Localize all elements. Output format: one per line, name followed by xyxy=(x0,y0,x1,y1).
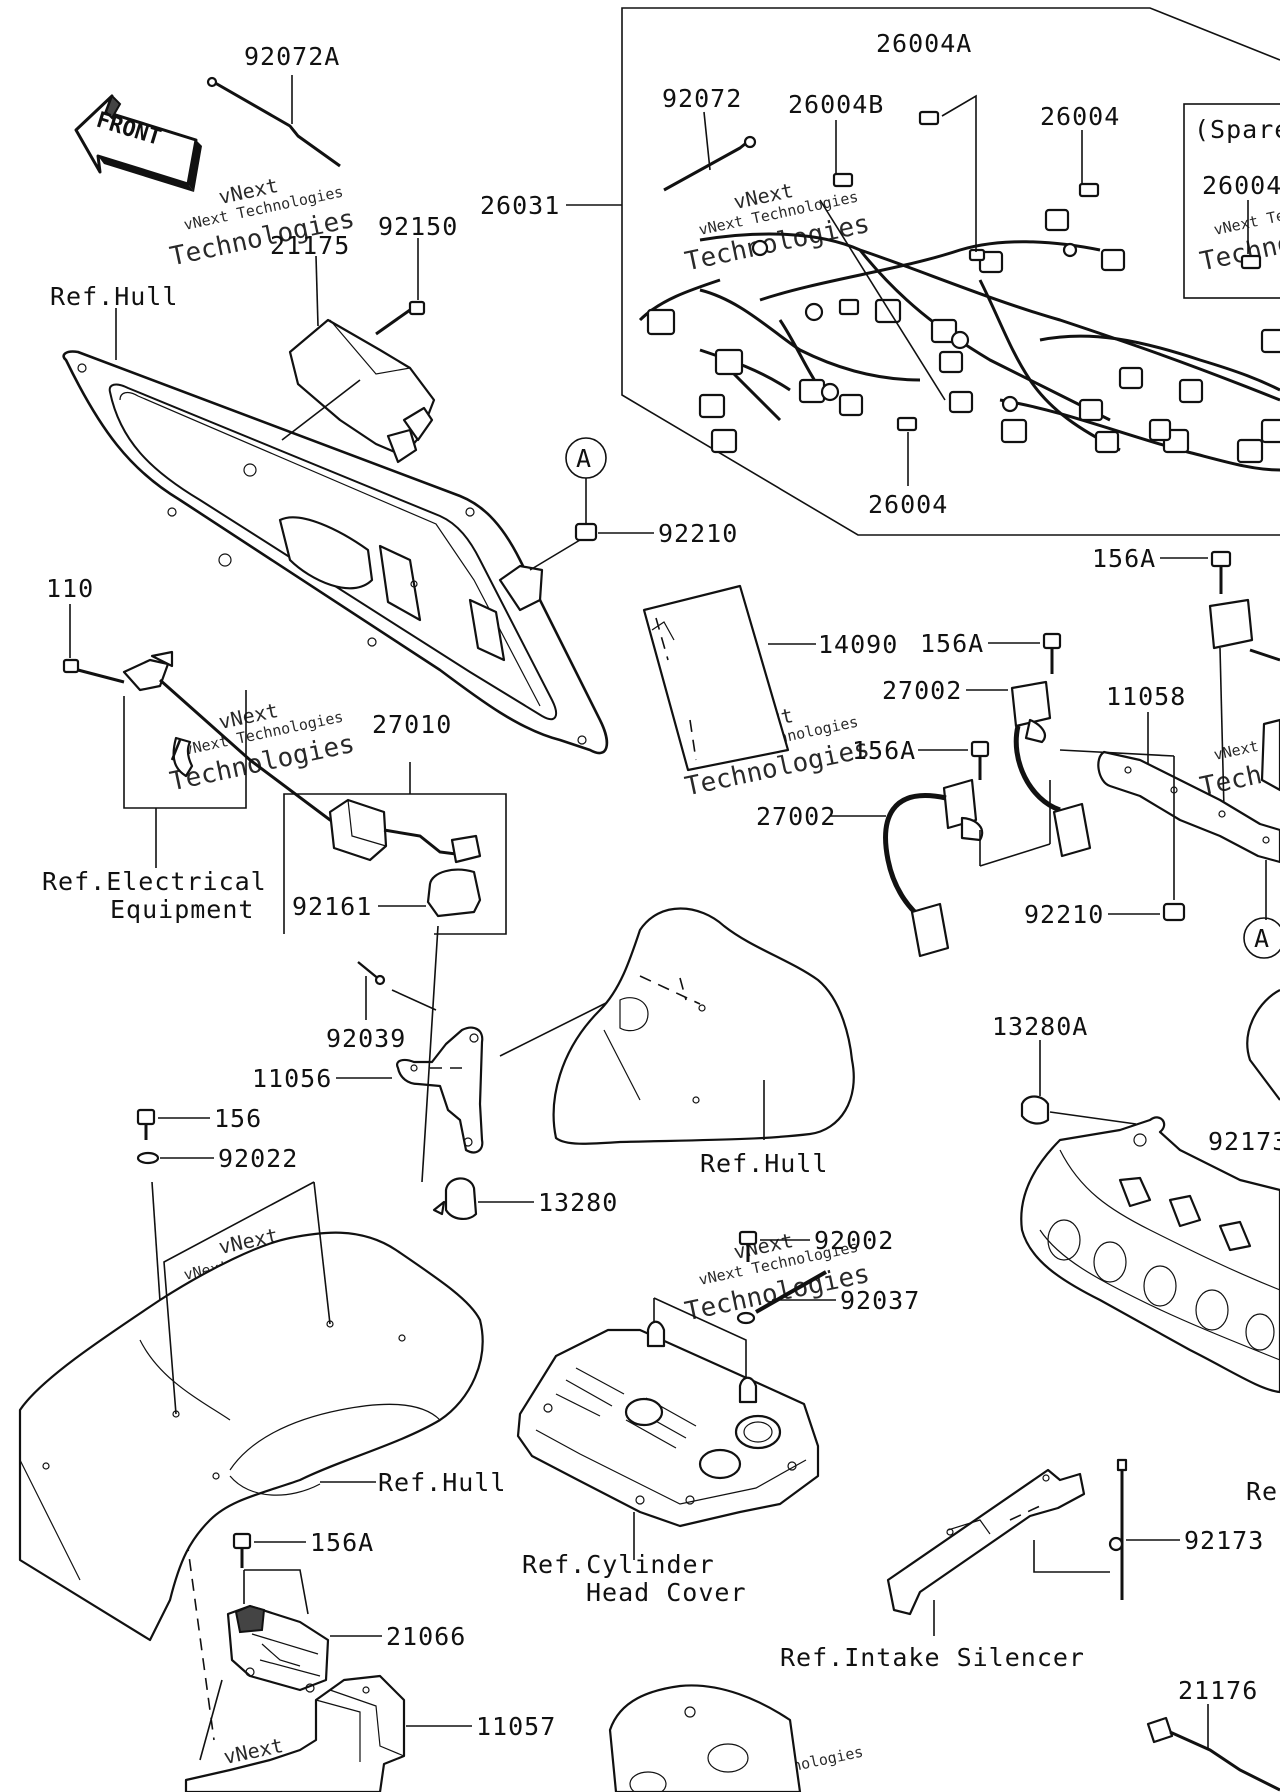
intake-manifold xyxy=(1020,1116,1280,1394)
bolt-156A-upper xyxy=(1210,550,1232,594)
bracket-11056 xyxy=(396,1026,484,1154)
bolt-110 xyxy=(62,658,125,684)
regulator-21066 xyxy=(226,1604,330,1693)
sensor-27002-bottom xyxy=(883,778,984,958)
label-92072: 92072 xyxy=(662,84,742,113)
washer-92022 xyxy=(136,1151,160,1165)
label-26004-spare: 26004 xyxy=(1202,171,1280,200)
label-ref-hull-1: Ref.Hull xyxy=(50,282,178,311)
label-156A-right-top: 156A xyxy=(1092,544,1156,573)
clamp-13280A xyxy=(1020,1095,1050,1125)
bolt-156A-mid xyxy=(1042,632,1062,674)
fuse-26004-bottom xyxy=(896,416,918,432)
spare-box-label: (Spare xyxy=(1194,115,1280,144)
clip-nut-92210 xyxy=(574,522,598,542)
label-92210-bottom: 92210 xyxy=(1024,900,1104,929)
bracket-11057 xyxy=(184,1674,406,1792)
label-14090: 14090 xyxy=(818,630,898,659)
label-92072A: 92072A xyxy=(244,42,340,71)
label-156A-bottom: 156A xyxy=(310,1528,374,1557)
watermark: vNext Technologies Technologies xyxy=(1197,188,1280,278)
label-ref-right: Re xyxy=(1246,1477,1278,1506)
label-26004B: 26004B xyxy=(788,90,884,119)
label-26004-bottom: 26004 xyxy=(868,490,948,519)
clip-nut-92210-bottom xyxy=(1162,902,1186,922)
module-21175 xyxy=(288,318,436,464)
label-27010: 27010 xyxy=(372,710,452,739)
label-11056: 11056 xyxy=(252,1064,332,1093)
label-11058: 11058 xyxy=(1106,682,1186,711)
label-21176: 21176 xyxy=(1178,1676,1258,1705)
label-21066: 21066 xyxy=(386,1622,466,1651)
label-26004-top: 26004 xyxy=(1040,102,1120,131)
hull-section-middle xyxy=(552,907,855,1145)
ref-marker-a-top: A xyxy=(576,444,592,473)
label-ref-electrical-1: Ref.Electrical xyxy=(42,867,267,896)
label-92037: 92037 xyxy=(840,1286,920,1315)
label-ref-intake-silencer: Ref.Intake Silencer xyxy=(780,1643,1085,1672)
bolt-156A-lower xyxy=(970,740,990,780)
label-156: 156 xyxy=(214,1104,262,1133)
front-arrow-icon: FRONT xyxy=(74,94,202,192)
bolt-156 xyxy=(136,1108,156,1140)
fuse-26004A xyxy=(918,110,940,126)
bolt-92002 xyxy=(738,1230,758,1262)
hull-panel xyxy=(62,350,609,755)
cable-tie-92173 xyxy=(1108,1458,1128,1600)
label-92150: 92150 xyxy=(378,212,458,241)
label-11057: 11057 xyxy=(476,1712,556,1741)
fuse-26004-spare xyxy=(1240,254,1262,270)
sensor-27002-top xyxy=(1010,680,1092,858)
ref-marker-a-bottom: A xyxy=(1254,924,1270,953)
intake-silencer-bracket xyxy=(886,1468,1086,1616)
label-26031: 26031 xyxy=(480,191,560,220)
clip-92039 xyxy=(357,961,386,986)
hull-fragment-right xyxy=(1246,989,1280,1101)
label-92161: 92161 xyxy=(292,892,372,921)
fuse-26004 xyxy=(1078,182,1100,198)
label-ref-cylinder-1: Ref.Cylinder xyxy=(522,1550,715,1579)
bolt-156A-bottom xyxy=(232,1532,252,1568)
label-27002-bottom: 27002 xyxy=(756,802,836,831)
label-92173-right: 92173 xyxy=(1208,1127,1280,1156)
bolt-92150 xyxy=(375,300,426,336)
label-ref-hull-2: Ref.Hull xyxy=(700,1149,828,1178)
label-92022: 92022 xyxy=(218,1144,298,1173)
label-ref-hull-3: Ref.Hull xyxy=(378,1468,506,1497)
label-ref-electrical-2: Equipment xyxy=(110,895,254,924)
label-13280A: 13280A xyxy=(992,1012,1088,1041)
label-13280: 13280 xyxy=(538,1188,618,1217)
label-92039: 92039 xyxy=(326,1024,406,1053)
cable-tie-92072A xyxy=(206,76,341,168)
sensor-21176 xyxy=(1146,1716,1280,1792)
label-21175: 21175 xyxy=(270,231,350,260)
hull-section-lower xyxy=(18,1231,484,1642)
label-ref-cylinder-2: Head Cover xyxy=(586,1578,747,1607)
stud-92037 xyxy=(736,1270,827,1325)
label-156A-lower: 156A xyxy=(852,736,916,765)
cylinder-head-cover xyxy=(516,1320,820,1528)
fuse-26004B xyxy=(832,172,854,188)
label-92002: 92002 xyxy=(814,1226,894,1255)
manual-14090 xyxy=(642,584,790,772)
relay-cover-92161 xyxy=(426,868,482,918)
label-156A-mid: 156A xyxy=(920,629,984,658)
label-26004A: 26004A xyxy=(876,29,972,58)
harness-connectors xyxy=(646,208,1280,464)
relay-27010 xyxy=(328,798,482,864)
clamp-13280 xyxy=(432,1177,478,1220)
label-92173-bottom: 92173 xyxy=(1184,1526,1264,1555)
label-27002-top: 27002 xyxy=(882,676,962,705)
label-110: 110 xyxy=(46,574,94,603)
harness-box xyxy=(621,7,1280,536)
label-92210-top: 92210 xyxy=(658,519,738,548)
sensor-right xyxy=(1208,598,1280,792)
engine-fragment-bottom xyxy=(608,1684,802,1792)
